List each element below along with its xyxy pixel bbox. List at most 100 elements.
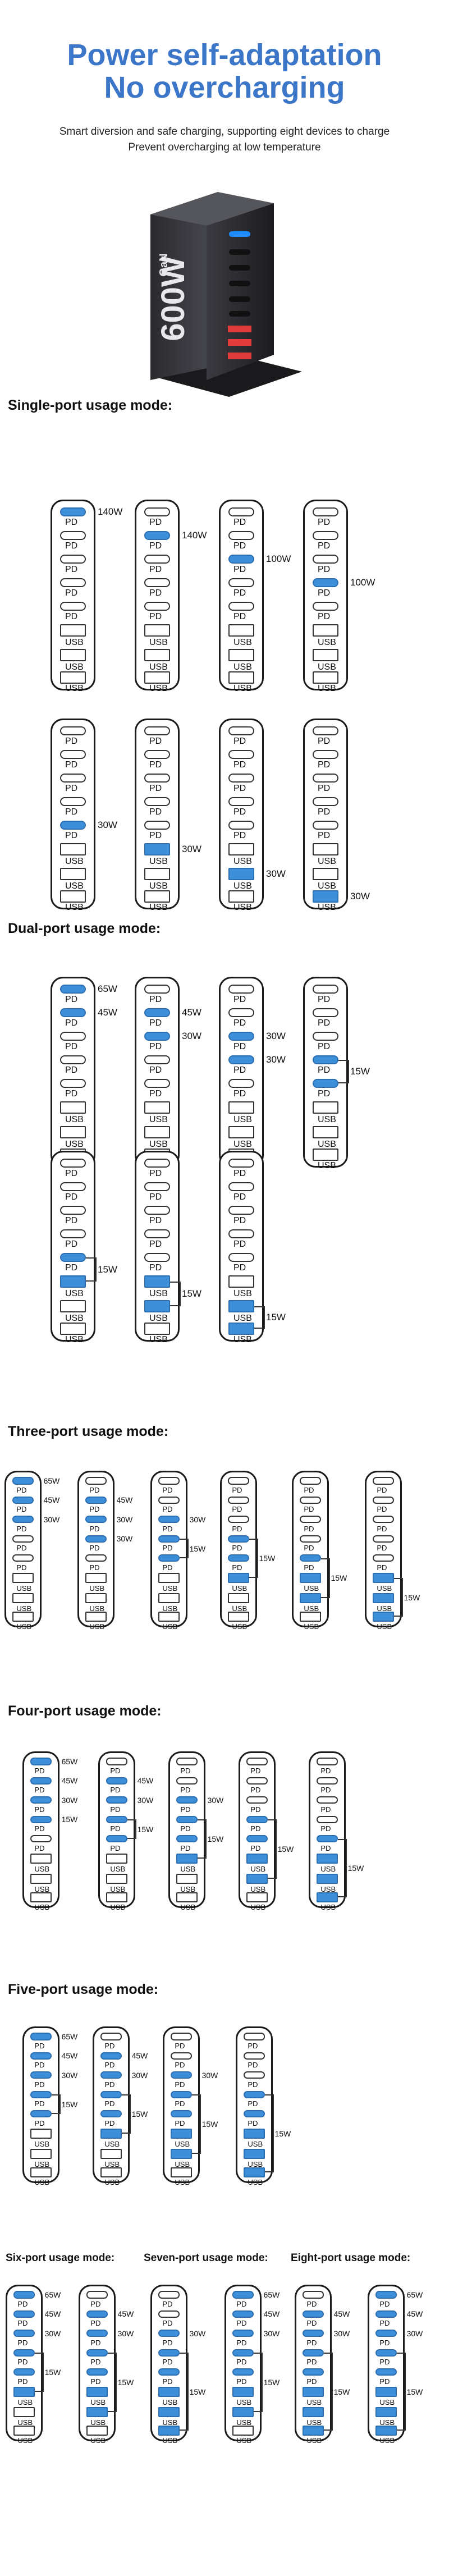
port-label: USB xyxy=(89,1584,105,1593)
usb-port xyxy=(144,671,170,684)
port-label: PD xyxy=(162,2338,173,2347)
pd-port xyxy=(30,2033,52,2040)
usb-port xyxy=(85,1611,107,1622)
port-label: PD xyxy=(233,807,246,817)
port-label: PD xyxy=(175,2080,185,2089)
watt-label: 30W xyxy=(333,2328,350,2338)
port-label: PD xyxy=(379,2299,390,2308)
watt-label: 15W xyxy=(266,1312,286,1323)
bracket xyxy=(249,1539,258,1578)
port-label: PD xyxy=(306,2358,317,2367)
usb-port xyxy=(313,671,338,684)
pd-port xyxy=(176,1815,198,1823)
pd-port xyxy=(13,2368,35,2376)
port-label: PD xyxy=(65,831,78,840)
usb-port xyxy=(299,1611,321,1622)
pd-port xyxy=(60,602,86,611)
pd-port xyxy=(86,2291,108,2299)
watt-label: 30W xyxy=(61,1795,78,1805)
section-four-port: Four-port usage mode: xyxy=(8,1703,162,1719)
pd-port xyxy=(246,1835,268,1843)
pd-port xyxy=(144,726,170,735)
port-label: USB xyxy=(34,1885,50,1894)
pd-port xyxy=(13,2291,35,2299)
port-label: USB xyxy=(65,881,84,891)
port-label: PD xyxy=(236,2299,247,2308)
port-label: PD xyxy=(149,518,162,527)
pd-port xyxy=(158,1554,180,1562)
watt-label: 100W xyxy=(266,553,291,564)
pd-port xyxy=(232,2349,254,2357)
pd-port xyxy=(232,2291,254,2299)
port-label: PD xyxy=(318,760,331,770)
port-label: USB xyxy=(65,1335,84,1344)
port-label: USB xyxy=(104,2160,120,2169)
pd-port xyxy=(30,1777,52,1785)
port-label: PD xyxy=(233,1192,246,1202)
bracket xyxy=(254,1306,265,1329)
port-label: PD xyxy=(318,1089,331,1099)
port-label: USB xyxy=(318,1140,336,1149)
port-label: USB xyxy=(232,1604,248,1613)
port-label: PD xyxy=(232,1505,242,1514)
pd-port xyxy=(158,2310,180,2318)
pd-port xyxy=(170,2033,192,2040)
port-label: USB xyxy=(232,1622,248,1631)
port-label: PD xyxy=(149,831,162,840)
pd-port xyxy=(228,750,254,759)
port-label: PD xyxy=(65,1042,78,1051)
port-label: PD xyxy=(149,1263,162,1273)
watt-label: 30W xyxy=(201,2070,218,2080)
port-label: PD xyxy=(16,1544,27,1553)
port-label: PD xyxy=(318,807,331,817)
port-label: USB xyxy=(149,1289,168,1298)
pd-port xyxy=(13,2310,35,2318)
watt-label: 30W xyxy=(182,844,201,854)
pd-port xyxy=(243,2052,265,2060)
port-label: USB xyxy=(149,1335,168,1344)
port-label: USB xyxy=(110,1865,126,1874)
pd-port xyxy=(228,1229,254,1238)
port-label: PD xyxy=(233,736,246,746)
bracket xyxy=(264,2094,274,2172)
pd-port xyxy=(170,2090,192,2098)
pd-port xyxy=(375,2291,397,2299)
pd-port xyxy=(313,1079,338,1088)
pd-port xyxy=(176,1796,198,1804)
pd-port xyxy=(158,1496,180,1504)
port-label: USB xyxy=(16,1622,32,1631)
pd-port xyxy=(228,1253,254,1262)
pd-port xyxy=(313,821,338,830)
port-label: PD xyxy=(377,1563,387,1572)
port-label: PD xyxy=(306,2299,317,2308)
pd-port xyxy=(372,1496,394,1504)
pd-port xyxy=(12,1535,34,1543)
usb-port xyxy=(313,843,338,855)
section-eight-port: Eight-port usage mode: xyxy=(291,2252,411,2264)
pd-port xyxy=(313,985,338,994)
bracket xyxy=(86,1257,97,1282)
pd-port xyxy=(106,1835,127,1843)
pd-port xyxy=(232,2368,254,2376)
port-label: PD xyxy=(90,2377,101,2386)
usb-port xyxy=(243,2129,265,2139)
usb-port xyxy=(60,1323,86,1335)
watt-label: 15W xyxy=(406,2387,423,2396)
pd-port xyxy=(144,797,170,806)
usb-port xyxy=(246,1874,268,1884)
usb-port xyxy=(86,2407,108,2418)
usb-port xyxy=(316,1854,338,1864)
pd-port xyxy=(228,1159,254,1168)
port-label: USB xyxy=(16,1604,32,1613)
bracket xyxy=(179,1539,189,1558)
port-label: USB xyxy=(377,1584,392,1593)
usb-port xyxy=(100,2129,122,2139)
port-label: PD xyxy=(232,1544,242,1553)
port-label: USB xyxy=(233,881,252,891)
port-label: USB xyxy=(65,903,84,912)
watt-label: 100W xyxy=(350,577,375,588)
port-label: PD xyxy=(236,2338,247,2347)
usb-port xyxy=(30,2167,52,2177)
port-label: PD xyxy=(34,1843,45,1852)
port-label: USB xyxy=(110,1885,126,1894)
